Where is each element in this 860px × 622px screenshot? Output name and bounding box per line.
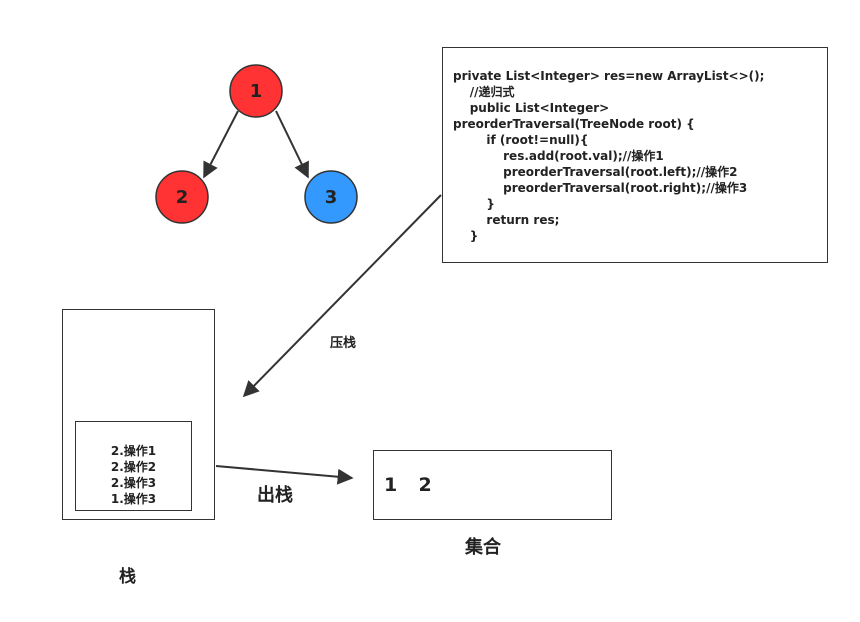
- tree-node-2: 2: [155, 170, 209, 224]
- code-box: private List<Integer> res=new ArrayList<…: [442, 47, 828, 263]
- stack-label: 栈: [119, 567, 136, 587]
- stack-item: 2.操作1: [110, 444, 157, 458]
- tree-edge-1-3: [275, 110, 309, 179]
- code-line: preorderTraversal(root.right);//操作3: [503, 181, 748, 195]
- code-line: res.add(root.val);//操作1: [503, 149, 664, 163]
- tree-node-3-label: 3: [325, 187, 338, 208]
- stack-list: 2.操作1 2.操作2 2.操作3 1.操作3: [76, 443, 191, 507]
- code-line: if (root!=null){: [486, 133, 589, 147]
- code-line: }: [486, 197, 495, 211]
- code-line: preorderTraversal(root.left);//操作2: [503, 165, 738, 179]
- code-line: public List<Integer>: [469, 101, 610, 115]
- stack-item: 2.操作2: [110, 460, 157, 474]
- tree-node-1-label: 1: [250, 81, 263, 102]
- stack-item: 1.操作3: [110, 492, 157, 506]
- tree-node-3: 3: [304, 170, 358, 224]
- pop-label: 出栈: [257, 485, 293, 506]
- tree-edge-1-2: [203, 110, 239, 179]
- stack-item: 2.操作3: [110, 476, 157, 490]
- code-line: return res;: [486, 213, 560, 227]
- pop-arrow: [215, 465, 354, 485]
- set-box: 1 2: [373, 450, 612, 520]
- set-label: 集合: [465, 537, 501, 558]
- code-line: preorderTraversal(TreeNode root) {: [453, 117, 695, 131]
- code-line: //递归式: [469, 85, 515, 99]
- code-block: private List<Integer> res=new ArrayList<…: [453, 68, 764, 244]
- push-label: 压栈: [330, 336, 357, 351]
- code-line: }: [453, 229, 479, 243]
- stack-frame: 2.操作1 2.操作2 2.操作3 1.操作3: [75, 421, 192, 511]
- set-values: 1 2: [384, 474, 432, 496]
- stack-container: [62, 309, 215, 520]
- tree-node-1: 1: [229, 64, 283, 118]
- tree-node-2-label: 2: [176, 187, 189, 208]
- push-arrow: [242, 194, 442, 398]
- code-line: private List<Integer> res=new ArrayList<…: [453, 69, 765, 83]
